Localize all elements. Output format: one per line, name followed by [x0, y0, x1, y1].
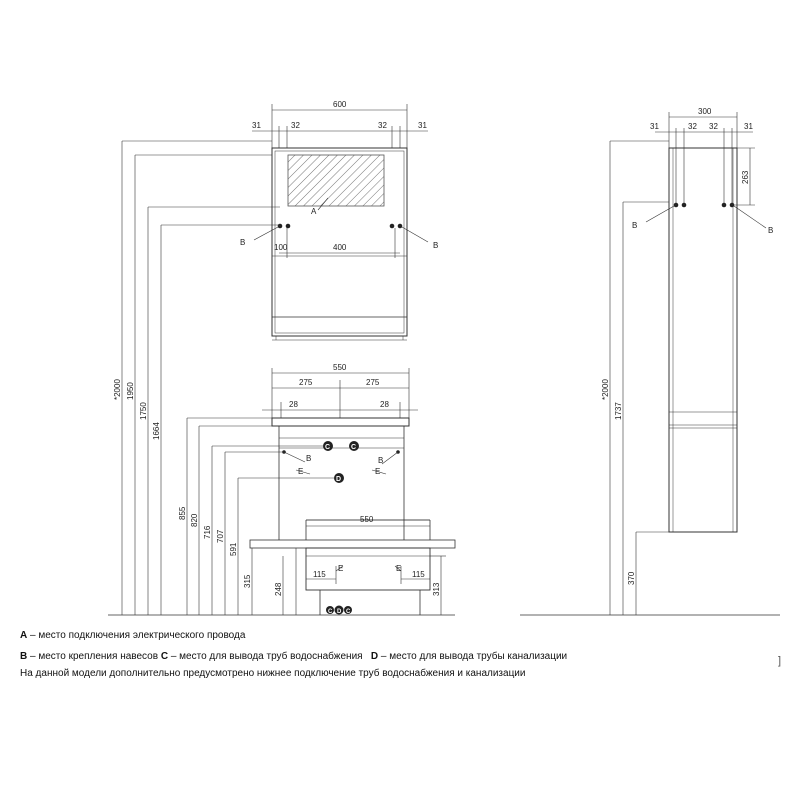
dim-mirror-32-left: 32: [291, 121, 300, 130]
column-side-view: [520, 112, 780, 616]
marker-label-c: C: [351, 444, 356, 451]
dim-drawer-550: 550: [360, 515, 374, 524]
legend-key-d: D: [370, 651, 379, 662]
marker-label-a: A: [311, 207, 317, 216]
marker-label-c: C: [346, 609, 351, 615]
dim-height-313: 313: [432, 582, 441, 596]
dim-mirror-width: 600: [333, 100, 347, 109]
dim-col-32-right: 32: [709, 122, 718, 131]
dim-col-31-right: 31: [744, 122, 753, 131]
legend-text-b: – место крепления навесов: [27, 651, 161, 662]
legend-key-a: A: [20, 630, 28, 641]
dim-sink-28-right: 28: [380, 400, 389, 409]
dim-mirror-31-left: 31: [252, 121, 261, 130]
marker-label-d: D: [336, 476, 341, 483]
dim-height-855: 855: [178, 506, 187, 520]
marker-label-b: B: [306, 454, 311, 463]
dim-drawer-115-right: 115: [412, 570, 425, 579]
dim-drawer-115-left: 115: [313, 570, 326, 579]
lamp-area: [287, 154, 385, 207]
marker-label-b: B: [768, 226, 773, 235]
mirror-cabinet: [271, 147, 408, 341]
dim-sink-28-left: 28: [289, 400, 298, 409]
mirror-top-dimensions: [252, 104, 428, 258]
legend-note: На данной модели дополнительно предусмот…: [20, 668, 526, 679]
dim-height-716: 716: [203, 525, 212, 539]
column-top-dimensions: [655, 112, 755, 206]
drawer-dimensions: [295, 548, 446, 615]
legend-text-d: – место для вывода трубы канализации: [378, 651, 568, 662]
marker-label-c: C: [328, 609, 333, 615]
dim-col-263: 263: [741, 170, 750, 184]
marker-c-left: [323, 441, 333, 451]
dim-sink-275-right: 275: [366, 378, 380, 387]
dim-height-2000: *2000: [113, 379, 122, 400]
dim-height-591: 591: [229, 542, 238, 556]
marker-bottom-c-left: [326, 606, 334, 614]
marker-label-b: B: [433, 241, 438, 250]
column-height-dimensions: [609, 140, 669, 615]
hinge-point: [397, 223, 403, 229]
legend-line-bcd: B – место крепления навесов C – место дл…: [20, 650, 567, 663]
dim-height-820: 820: [190, 513, 199, 527]
marker-label-e: E: [375, 467, 380, 476]
dim-mirror-400: 400: [333, 243, 347, 252]
height-dimensions: [121, 140, 334, 615]
hinge-point: [277, 223, 283, 229]
front-view: [108, 104, 456, 616]
dim-height-1750: 1750: [139, 402, 148, 420]
hinge-point: [285, 223, 291, 229]
marker-label-c: C: [325, 444, 330, 451]
dim-height-1664: 1664: [152, 422, 161, 440]
dim-col-31-left: 31: [650, 122, 659, 131]
marker-label-b: B: [378, 456, 383, 465]
dim-height-707: 707: [216, 529, 225, 543]
hinge-point: [389, 223, 395, 229]
dim-height-248: 248: [274, 582, 283, 596]
dim-col-300: 300: [698, 107, 712, 116]
dim-height-1950: 1950: [126, 382, 135, 400]
legend-key-b: B: [20, 651, 28, 662]
legend-text-c: – место для вывода труб водоснабжения: [168, 651, 371, 662]
legend-text-a: – место подключения электрического прово…: [27, 630, 246, 641]
marker-label-e: E: [298, 467, 303, 476]
dimension-labels: 600 31 32 32 31 100 400 550 275 275 28 2…: [113, 100, 753, 596]
dim-sink-550: 550: [333, 363, 347, 372]
dim-col-2000: *2000: [601, 379, 610, 400]
marker-label-e: E: [338, 564, 343, 573]
marker-label-b: B: [632, 221, 637, 230]
legend-key-c: C: [160, 651, 169, 662]
dim-mirror-32-right: 32: [378, 121, 387, 130]
dim-col-32-left: 32: [688, 122, 697, 131]
dim-sink-275-left: 275: [299, 378, 313, 387]
marker-bottom-c-right: [344, 606, 352, 614]
marker-label-d: D: [337, 609, 342, 615]
dim-mirror-100: 100: [274, 243, 288, 252]
dim-mirror-31-right: 31: [418, 121, 427, 130]
marker-label-e: E: [396, 564, 401, 573]
marker-c-right: [349, 441, 359, 451]
legend-line-a: A – место подключения электрического про…: [20, 629, 245, 642]
marker-label-b: B: [240, 238, 245, 247]
marker-d: [334, 473, 344, 483]
marker-bottom-d: [334, 605, 344, 615]
bracket-mark: ]: [778, 655, 782, 667]
marker-labels: A B B B B C C D E E E E C D C B B: [240, 207, 773, 615]
sink-top-dimensions: [262, 368, 430, 527]
dim-col-1737: 1737: [614, 402, 623, 420]
dim-col-370: 370: [627, 571, 636, 585]
dim-height-315: 315: [243, 574, 252, 588]
